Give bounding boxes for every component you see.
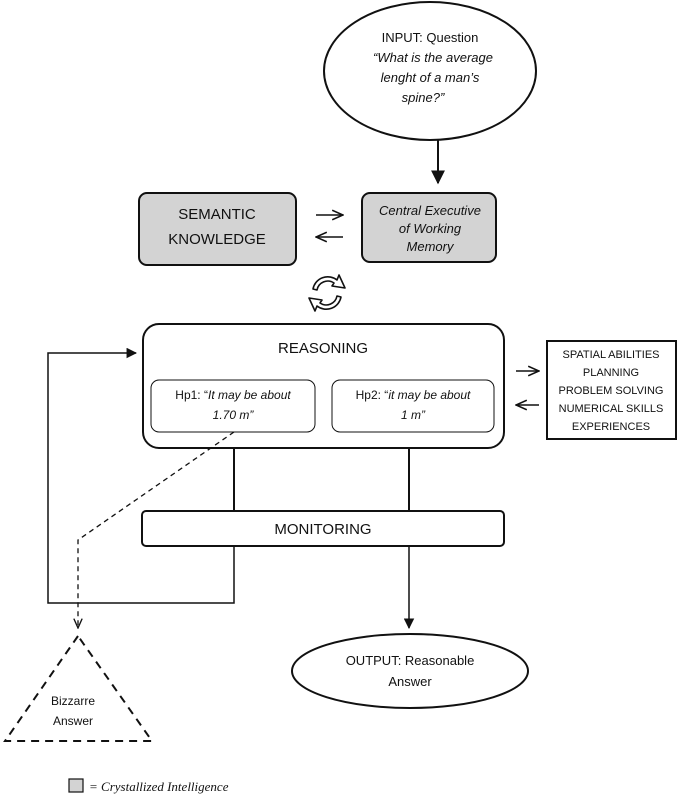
input-question-line1: “What is the average (373, 50, 493, 65)
bizarre-line2: Answer (53, 714, 93, 728)
central-executive-line3: Memory (407, 239, 455, 254)
semantic-knowledge-node: SEMANTIC KNOWLEDGE (138, 192, 297, 266)
feedback-loop-arrow (47, 347, 235, 604)
cycle-icon (308, 274, 346, 312)
dashed-arrow-to-bizarre (78, 431, 235, 628)
ability-0: SPATIAL ABILITIES (562, 349, 659, 361)
output-line1: OUTPUT: Reasonable (346, 653, 475, 668)
central-executive-line2: of Working (399, 221, 462, 236)
hp2-line2: 1 m” (401, 408, 426, 422)
svg-text:Hp1: “It may be about: Hp1: “It may be about (175, 388, 291, 402)
legend-label: = Crystallized Intelligence (89, 779, 229, 794)
hp1-prefix: Hp1: “ (175, 388, 208, 402)
hypothesis-1-box: Hp1: “It may be about 1.70 m” (150, 379, 316, 433)
legend-swatch (68, 778, 84, 793)
abilities-box: SPATIAL ABILITIES PLANNING PROBLEM SOLVI… (546, 340, 677, 440)
output-line2: Answer (388, 674, 432, 689)
monitoring-title: MONITORING (274, 521, 371, 538)
reasoning-title: REASONING (278, 340, 368, 357)
output-node: OUTPUT: Reasonable Answer (291, 633, 529, 709)
svg-text:Hp2: “it may be about: Hp2: “it may be about (356, 388, 471, 402)
hp2-line1: it may be about (388, 388, 471, 402)
input-question-line2: lenght of a man’s (381, 70, 480, 85)
monitoring-node: MONITORING (141, 510, 505, 547)
input-title: INPUT: Question (382, 30, 479, 45)
input-question-line3: spine?” (402, 90, 445, 105)
semantic-knowledge-line1: SEMANTIC (178, 206, 256, 223)
central-executive-node: Central Executive of Working Memory (361, 192, 497, 263)
ability-3: NUMERICAL SKILLS (559, 403, 664, 415)
bizarre-answer-node: Bizzarre Answer (3, 634, 154, 742)
hypothesis-2-box: Hp2: “it may be about 1 m” (331, 379, 495, 433)
hp2-prefix: Hp2: “ (356, 388, 389, 402)
legend: = Crystallized Intelligence (68, 778, 229, 794)
input-question-node: INPUT: Question “What is the average len… (323, 1, 537, 141)
ability-1: PLANNING (583, 367, 639, 379)
ability-2: PROBLEM SOLVING (559, 385, 664, 397)
central-executive-line1: Central Executive (379, 203, 481, 218)
ability-4: EXPERIENCES (572, 421, 650, 433)
hp1-line1: It may be about (208, 388, 291, 402)
semantic-knowledge-line2: KNOWLEDGE (168, 231, 266, 248)
hp1-line2: 1.70 m” (213, 408, 255, 422)
bizarre-line1: Bizzarre (51, 694, 95, 708)
